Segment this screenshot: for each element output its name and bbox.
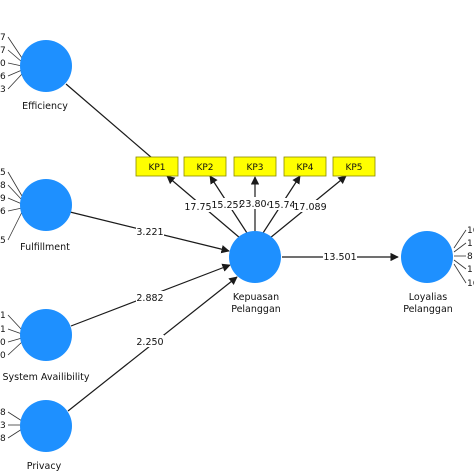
path-value-privacy: 2.250	[136, 337, 163, 348]
indicator-label: KP2	[196, 163, 213, 173]
circle-node-icon	[229, 231, 281, 283]
system-indicator-lines	[7, 314, 23, 356]
indicator-label: 1!	[467, 265, 474, 275]
construct-privacy[interactable]: Privacy	[20, 400, 72, 472]
rectangle-indicator-icon	[233, 156, 277, 177]
loading-value: 17.089	[293, 202, 326, 213]
path-values: 3.221 2.882 2.250 13.501	[136, 225, 357, 348]
indicator-label: 7	[0, 33, 6, 43]
efficiency-indicator-labels: 7 7 0 6 3	[0, 33, 6, 95]
indicator-label: 16	[467, 226, 474, 236]
kp5-indicator[interactable]: KP5	[332, 156, 376, 177]
indicator-label: 9	[0, 194, 6, 204]
system-indicator-labels: 1 1 0 0	[0, 311, 6, 361]
construct-label: Fulfillment	[20, 242, 70, 253]
indicator-label: KP3	[246, 163, 263, 173]
circle-node-icon	[20, 40, 72, 92]
indicator-label: 3	[0, 85, 6, 95]
circle-node-icon	[401, 231, 453, 283]
loyalitas-indicator-lines	[453, 229, 467, 284]
indicator-label: 7	[0, 46, 6, 56]
indicator-label: 0	[0, 59, 6, 69]
indicator-label: KP4	[296, 163, 313, 173]
kp3-indicator[interactable]: KP3	[233, 156, 277, 177]
rectangle-indicator-icon	[332, 156, 376, 177]
privacy-indicator-lines	[7, 411, 23, 439]
indicator-label: 1	[0, 311, 6, 321]
rectangle-indicator-icon	[135, 156, 179, 177]
fulfillment-indicator-labels: 5 8 9 6 5	[0, 168, 6, 246]
path-value-fulfillment: 3.221	[136, 227, 163, 238]
construct-fulfillment[interactable]: Fulfillment	[20, 179, 72, 253]
loading-values: 17.752 15.255 23.804 15.749 17.089	[184, 197, 327, 213]
indicator-label: 6	[0, 72, 6, 82]
loading-value: 15.749	[268, 200, 301, 211]
privacy-indicator-labels: 8 3 8	[0, 408, 6, 444]
indicator-label: 0	[0, 351, 6, 361]
construct-label: System Availibility	[2, 372, 89, 383]
indicator-label: 3	[0, 421, 6, 431]
indicator-label: 1	[0, 325, 6, 335]
loading-value: 15.255	[211, 200, 244, 211]
construct-system-availability[interactable]: System Availibility	[2, 309, 90, 383]
circle-node-icon	[20, 179, 72, 231]
indicator-label: KP1	[148, 163, 165, 173]
efficiency-indicator-lines	[7, 36, 23, 90]
circle-node-icon	[20, 309, 72, 361]
indicator-label: 8	[0, 181, 6, 191]
construct-label: Privacy	[27, 461, 62, 472]
construct-label-line2: Pelanggan	[231, 304, 281, 315]
indicator-label: KP5	[345, 163, 362, 173]
loading-value: 23.804	[239, 199, 272, 210]
indicator-label: 16	[467, 279, 474, 289]
indicator-label: 6	[0, 207, 6, 217]
indicator-label: 8	[0, 408, 6, 418]
fulfillment-indicator-lines	[7, 171, 23, 241]
indicator-label: 5	[0, 168, 6, 178]
loading-value: 17.752	[184, 202, 217, 213]
path-efficiency	[65, 83, 153, 159]
rectangle-indicator-icon	[283, 156, 327, 177]
indicator-label: 0	[0, 338, 6, 348]
construct-kepuasan-pelanggan[interactable]: Kepuasan Pelanggan	[229, 231, 281, 315]
construct-label: Efficiency	[22, 101, 68, 112]
kp2-indicator[interactable]: KP2	[183, 156, 227, 177]
kp1-indicator[interactable]: KP1	[135, 156, 179, 177]
indicator-label: 1!	[467, 239, 474, 249]
indicator-label: 8	[0, 434, 6, 444]
construct-efficiency[interactable]: Efficiency	[20, 40, 72, 112]
circle-node-icon	[20, 400, 72, 452]
path-value-kepuasan-loyalitas: 13.501	[323, 252, 356, 263]
rectangle-indicator-icon	[183, 156, 227, 177]
construct-label-line1: Loyalias	[409, 292, 447, 303]
kp4-indicator[interactable]: KP4	[283, 156, 327, 177]
construct-loyalitas-pelanggan[interactable]: Loyalias Pelanggan	[401, 231, 453, 315]
construct-label-line1: Kepuasan	[233, 292, 279, 303]
loyalitas-indicator-labels: 16 1! 8 1! 16	[467, 226, 474, 289]
indicator-label: 8	[467, 252, 473, 262]
construct-label-line2: Pelanggan	[403, 304, 453, 315]
path-value-system: 2.882	[136, 293, 163, 304]
indicator-label: 5	[0, 236, 6, 246]
